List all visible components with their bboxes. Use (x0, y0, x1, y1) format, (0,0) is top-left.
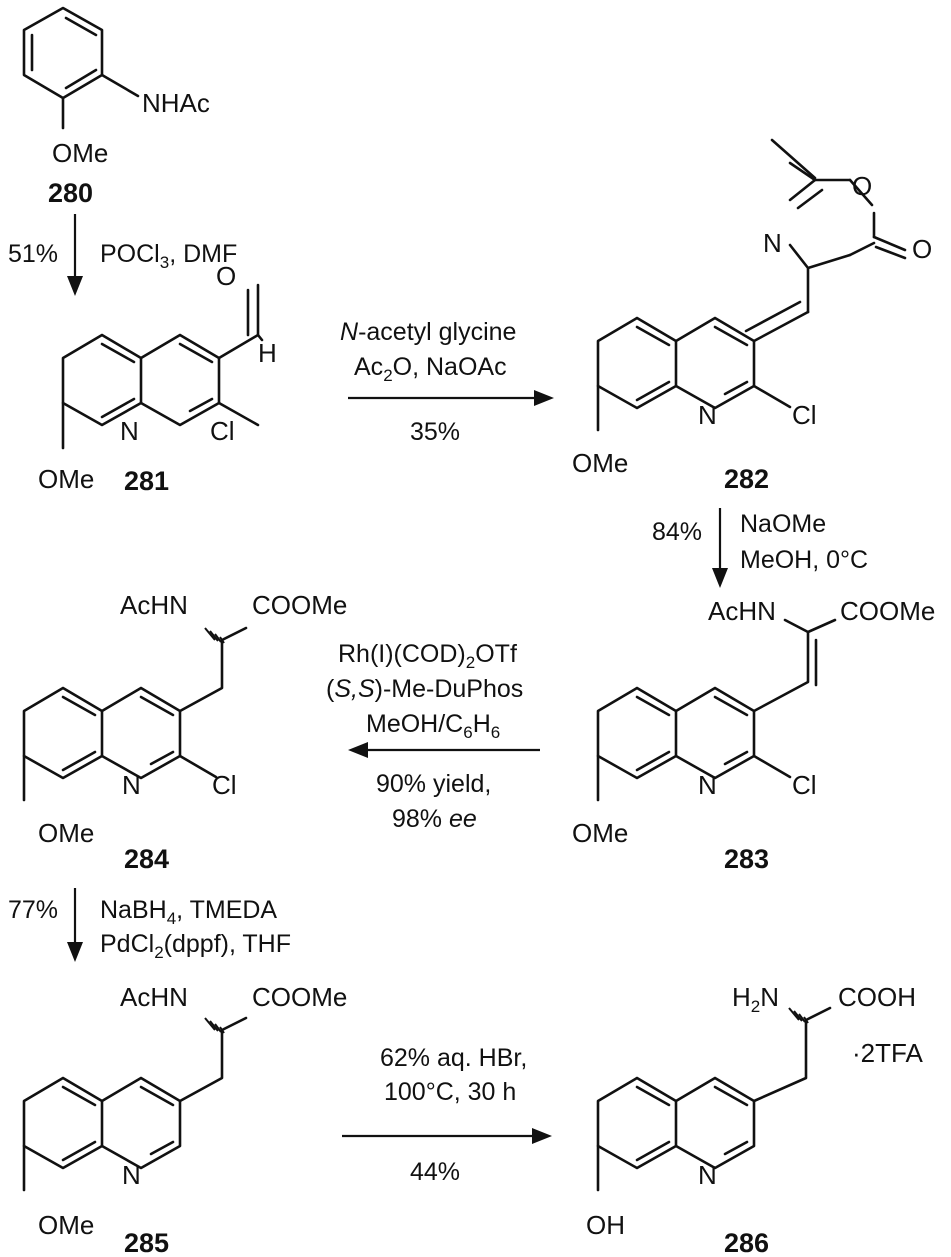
chlorine-label: Cl (792, 400, 817, 430)
chlorine-label: Cl (210, 416, 235, 446)
compound-number-286: 286 (724, 1228, 769, 1257)
step2-yield: 35% (410, 418, 460, 446)
ome-label: OMe (572, 448, 628, 478)
compound-281: O H N Cl OMe 281 (38, 261, 277, 496)
ome-label: OMe (38, 1210, 94, 1240)
amine-label: H2N (732, 982, 779, 1016)
compound-number-285: 285 (124, 1228, 169, 1257)
ring-nitrogen: N (698, 1160, 717, 1190)
compound-number-281: 281 (124, 466, 169, 496)
achn-label: AcHN (120, 982, 188, 1012)
step5-line2: PdCl2(dppf), THF (100, 930, 291, 962)
ome-label: OMe (38, 818, 94, 848)
step-4: Rh(I)(COD)2OTf (S,S)-Me-DuPhos MeOH/C6H6… (326, 640, 540, 833)
chlorine-label: Cl (212, 770, 237, 800)
compound-number-282: 282 (724, 464, 769, 494)
oxazolone-oxygen: O (852, 171, 872, 201)
hydroxyl-label: OH (586, 1210, 625, 1240)
step5-yield: 77% (8, 896, 58, 924)
step2-line1: N-acetyl glycine (340, 318, 516, 346)
ester-label: COOMe (252, 590, 347, 620)
ester-label: COOMe (252, 982, 347, 1012)
compound-280: NHAc OMe 280 (22, 6, 210, 208)
arrowhead-left (348, 742, 368, 758)
step-6: 62% aq. HBr, 100°C, 30 h 44% (342, 1044, 552, 1186)
achn-label: AcHN (120, 590, 188, 620)
ring-nitrogen: N (122, 770, 141, 800)
step5-line1: NaBH4, TMEDA (100, 896, 277, 928)
compound-number-280: 280 (48, 178, 93, 208)
compound-number-284: 284 (124, 844, 169, 874)
compound-284: AcHN COOMe N Cl OMe 284 (22, 590, 347, 874)
step1-yield: 51% (8, 240, 58, 268)
oxazolone-nitrogen: N (763, 228, 782, 258)
compound-283: AcHN COOMe N Cl OMe 283 (572, 596, 935, 874)
hashed-wedge-bond (204, 627, 225, 644)
compound-285: AcHN COOMe N OMe 285 (22, 982, 347, 1257)
step4-line3: MeOH/C6H6 (366, 710, 500, 742)
step-2: N-acetyl glycine Ac2O, NaOAc 35% (340, 318, 554, 446)
chlorine-label: Cl (792, 770, 817, 800)
nhac-label: NHAc (142, 88, 210, 118)
ring-nitrogen: N (120, 416, 139, 446)
arrowhead-down (67, 276, 83, 296)
carbonyl-oxygen: O (912, 234, 932, 264)
achn-label: AcHN (708, 596, 776, 626)
ome-label: OMe (572, 818, 628, 848)
step4-ee: 98% ee (392, 805, 477, 833)
step6-line2: 100°C, 30 h (384, 1078, 516, 1106)
hashed-wedge-bond (788, 1007, 809, 1024)
arrowhead-right (534, 390, 554, 406)
step1-reagents: POCl3, DMF (100, 240, 237, 272)
ester-label: COOMe (840, 596, 935, 626)
ring-nitrogen: N (122, 1160, 141, 1190)
ome-label: OMe (38, 464, 94, 494)
acid-label: COOH (838, 982, 916, 1012)
aldehyde-oxygen: O (216, 261, 236, 291)
ring-nitrogen: N (698, 400, 717, 430)
ome-label: OMe (52, 138, 108, 168)
hashed-wedge-bond (204, 1017, 225, 1034)
arrowhead-down (67, 942, 83, 962)
step4-line1: Rh(I)(COD)2OTf (338, 640, 517, 672)
aldehyde-hydrogen: H (258, 338, 277, 368)
arrowhead-down (712, 568, 728, 588)
step-5: 77% NaBH4, TMEDA PdCl2(dppf), THF (8, 888, 291, 962)
compound-282: O N O N Cl OMe 282 (572, 138, 932, 494)
step6-yield: 44% (410, 1158, 460, 1186)
step3-line1: NaOMe (740, 510, 826, 538)
step4-yield: 90% yield, (376, 770, 491, 798)
step6-line1: 62% aq. HBr, (380, 1044, 527, 1072)
step-1: 51% POCl3, DMF (8, 214, 237, 296)
step3-line2: MeOH, 0°C (740, 546, 868, 574)
step4-line2: (S,S)-Me-DuPhos (326, 675, 523, 703)
compound-number-283: 283 (724, 844, 769, 874)
step2-line2: Ac2O, NaOAc (354, 353, 507, 385)
compound-286: H2N COOH ·2TFA N OH 286 (586, 982, 923, 1257)
arrowhead-right (532, 1128, 552, 1144)
ring-nitrogen: N (698, 770, 717, 800)
salt-label: ·2TFA (852, 1038, 923, 1068)
step3-yield: 84% (652, 518, 702, 546)
step-3: 84% NaOMe MeOH, 0°C (652, 508, 868, 588)
